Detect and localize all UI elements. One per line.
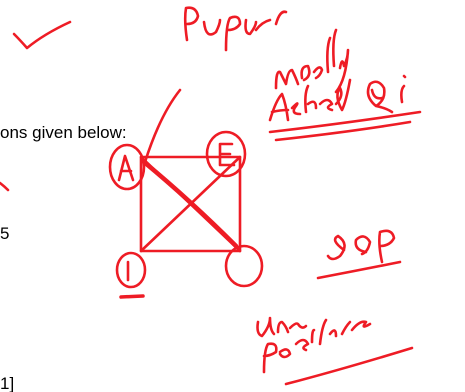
handwriting-purpose — [183, 6, 288, 52]
bracket-text: 1] — [0, 374, 15, 392]
vertex-circle-bottom-left — [115, 251, 147, 289]
underline-stroke-2 — [274, 120, 412, 142]
vertex-letter-a — [117, 154, 135, 182]
check-mark-icon — [12, 20, 72, 50]
vertex-letter-e — [218, 142, 236, 167]
handwriting-mostly — [274, 28, 350, 94]
sop-underline — [316, 260, 402, 280]
question-text: ons given below: — [0, 123, 127, 142]
handwriting-qi — [366, 74, 407, 114]
tick-mark-icon — [143, 88, 182, 164]
side-tick-icon — [0, 181, 10, 192]
diagonal-line-thick — [141, 159, 239, 249]
dash-mark — [119, 294, 145, 299]
handwriting-sop — [326, 229, 396, 264]
vertex-circle-bottom-right — [224, 244, 264, 288]
bottom-underline — [284, 346, 414, 386]
option-number: 5 — [0, 224, 10, 243]
handwriting-asked — [268, 78, 352, 122]
diagonal-line-cross — [139, 155, 242, 253]
vertex-circle-a — [108, 143, 146, 191]
handwriting-unique — [256, 316, 308, 338]
underline-stroke — [268, 110, 422, 134]
square-diagram — [139, 155, 242, 253]
vertex-circle-e — [205, 130, 247, 178]
handwriting-positive — [262, 318, 372, 374]
